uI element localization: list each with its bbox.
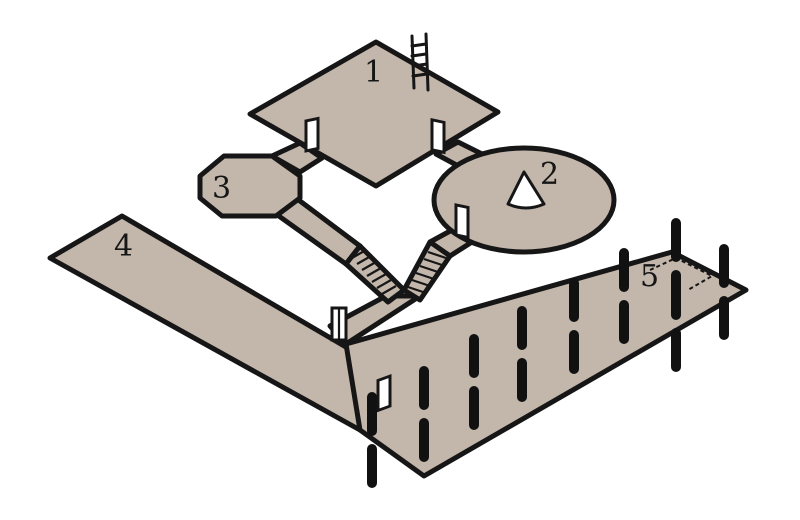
room-5-label: 5 — [640, 259, 659, 294]
room-labels: 1 2 3 4 5 — [114, 55, 659, 294]
pillar-icon — [671, 218, 681, 262]
pillar-icon — [569, 278, 579, 322]
doors — [304, 116, 470, 413]
pillar-icon — [671, 328, 681, 372]
pillar-icon — [367, 444, 377, 488]
stairs-right — [401, 239, 453, 303]
room-5-alcove — [649, 256, 715, 291]
pillar-icon — [367, 392, 377, 436]
pillar-icon — [469, 334, 479, 378]
room-4-label: 4 — [114, 229, 133, 264]
door-icon — [304, 116, 320, 153]
pillar-icon — [517, 358, 527, 402]
stairs-icon — [343, 239, 453, 305]
pillared-hall-floor — [343, 249, 749, 479]
pillar-icon — [671, 276, 681, 320]
room-2-label: 2 — [540, 157, 559, 192]
pillar-icon — [569, 330, 579, 374]
cone-icon — [506, 170, 546, 210]
pillar-icon — [719, 296, 729, 340]
pillar-icon — [419, 418, 429, 462]
stairs-right-steps — [407, 250, 447, 295]
pillar-icon — [619, 248, 629, 292]
stairs-left — [343, 243, 407, 305]
room-3-floor — [197, 153, 303, 219]
pillar-icon — [517, 306, 527, 350]
ladder-icon — [410, 32, 430, 92]
door-icon — [376, 374, 392, 413]
pillar-icon — [469, 386, 479, 430]
pillar-icon — [719, 244, 729, 288]
room-1-floor — [247, 39, 501, 189]
door-icon — [430, 118, 446, 155]
pillars — [367, 218, 729, 488]
pillar-icon — [419, 366, 429, 410]
room-1-label: 1 — [364, 55, 383, 90]
stairs-left-steps — [351, 249, 397, 295]
door-icon — [454, 203, 470, 240]
pillar-icon — [619, 300, 629, 344]
room-3-label: 3 — [212, 171, 231, 206]
